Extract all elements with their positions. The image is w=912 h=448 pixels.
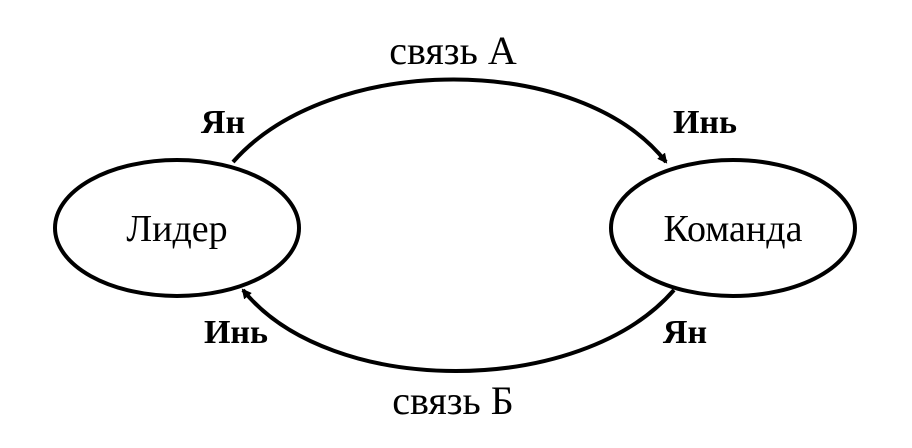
link-a-end-label: Инь — [673, 104, 737, 141]
link-b-label: связь Б — [392, 378, 514, 423]
team-node — [609, 158, 857, 298]
link-b-arrow — [241, 288, 676, 373]
leader-node — [53, 158, 301, 298]
leader-label: Лидер — [126, 208, 227, 250]
link-b-start-label: Ян — [663, 314, 707, 351]
link-a-start-label: Ян — [201, 104, 245, 141]
team-label: Команда — [664, 208, 803, 250]
link-a-label: связь А — [389, 28, 517, 73]
link-b-end-label: Инь — [204, 314, 268, 351]
link-a-arrow — [231, 77, 668, 164]
